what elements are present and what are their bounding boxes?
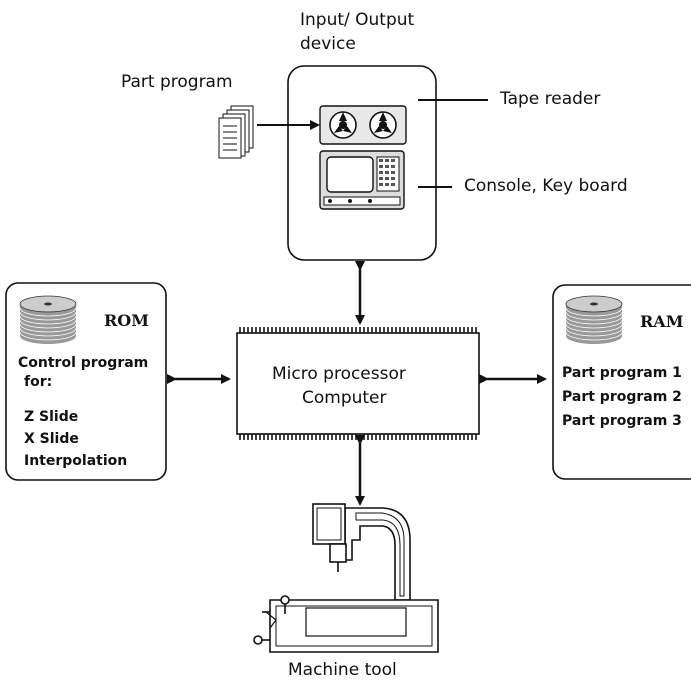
tape-reader-icon	[319, 105, 407, 145]
rom-item-z-slide: Z Slide	[24, 409, 79, 425]
rom-line1: Control program	[18, 355, 149, 371]
rom-line2: for:	[24, 374, 53, 390]
ram-item-3: Part program 3	[562, 413, 682, 429]
machine-tool-label: Machine tool	[288, 660, 397, 680]
io-device-title-line2: device	[300, 34, 356, 54]
microprocessor-chip	[236, 327, 480, 440]
rom-item-x-slide: X Slide	[24, 431, 79, 447]
console-label: Console, Key board	[464, 176, 628, 196]
micro-processor-label: Micro processor	[272, 364, 406, 384]
rom-disk-stack-icon	[19, 295, 77, 344]
ram-disk-stack-icon	[565, 295, 623, 344]
rom-title: ROM	[104, 311, 149, 330]
ram-item-1: Part program 1	[562, 365, 682, 381]
part-program-label: Part program	[121, 72, 233, 92]
ram-title: RAM	[640, 312, 684, 331]
io-device-title-line1: Input/ Output	[300, 10, 415, 30]
computer-label: Computer	[302, 388, 387, 408]
documents-icon	[218, 105, 254, 159]
machine-tool-icon	[253, 503, 439, 653]
rom-item-interpolation: Interpolation	[24, 453, 128, 469]
tape-reader-label: Tape reader	[500, 89, 601, 109]
ram-item-2: Part program 2	[562, 389, 682, 405]
console-keyboard-icon	[319, 150, 405, 210]
